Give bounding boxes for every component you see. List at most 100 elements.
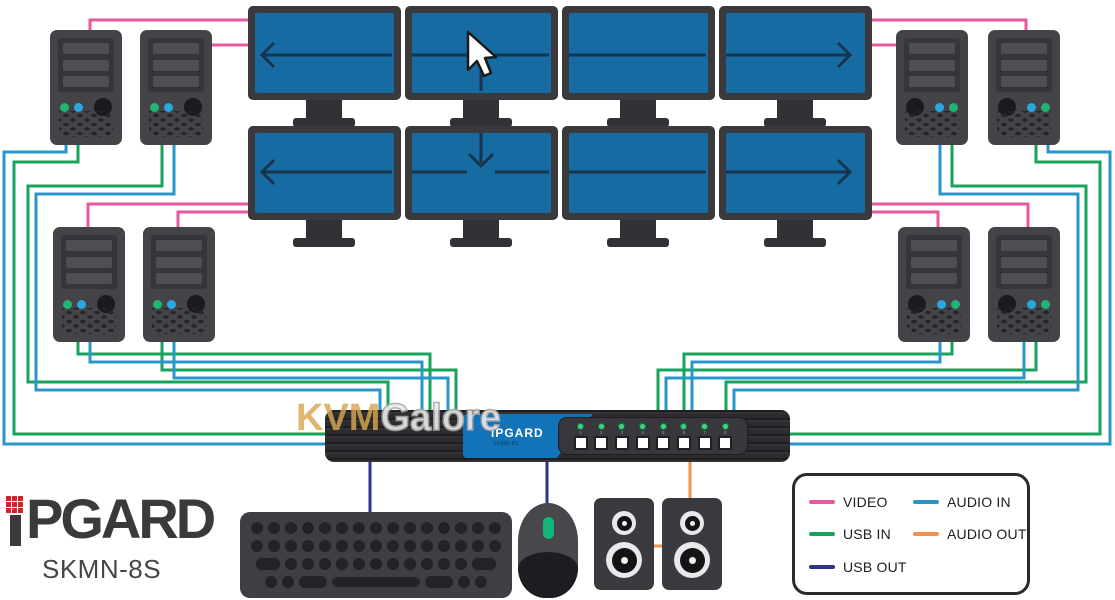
keyboard-row (256, 558, 496, 570)
monitor-frame (562, 6, 715, 100)
drive-bays (148, 38, 204, 92)
cable (76, 335, 432, 420)
green-led (153, 299, 162, 309)
keyboard-key (425, 576, 453, 588)
keyboard-key (268, 522, 280, 534)
keyboard (240, 512, 512, 598)
video-swatch (809, 499, 835, 504)
mouse-scroll-wheel (543, 517, 554, 539)
port-select-button (594, 435, 609, 450)
cable (782, 138, 1112, 446)
computer-tower (898, 227, 970, 342)
drive-bay (66, 272, 112, 284)
mouse-lower-shell (518, 552, 578, 598)
cable (88, 335, 424, 420)
computer-tower (53, 227, 125, 342)
kvm-port: 6 (676, 422, 691, 450)
monitor-stand-neck (620, 100, 656, 120)
kvm-port: 8 (718, 422, 733, 450)
drive-bay (911, 272, 957, 284)
keyboard-key (353, 558, 365, 570)
port-select-button (718, 435, 733, 450)
audio-out-swatch (913, 532, 939, 536)
keyboard-key (332, 577, 420, 587)
watermark-part1: KVM (296, 397, 381, 439)
vent-grill (997, 308, 1051, 334)
blue-led (935, 102, 944, 112)
port-number: 8 (723, 429, 727, 435)
flow-arrow (836, 158, 853, 186)
flow-arrow (467, 152, 495, 169)
legend-label: AUDIO OUT (947, 526, 1027, 542)
blue-led (164, 102, 173, 112)
keyboard-row (265, 576, 487, 588)
legend-label: VIDEO (843, 493, 888, 510)
keyboard-key (489, 522, 501, 534)
blue-led (1027, 102, 1036, 112)
keyboard-key (319, 558, 331, 570)
port-number: 6 (682, 429, 686, 435)
computer-tower (140, 30, 212, 145)
monitor-stand-base (607, 118, 669, 127)
monitor-stand-base (764, 238, 826, 247)
keyboard-key (475, 576, 487, 588)
drive-bays (904, 38, 960, 92)
mouse (518, 503, 578, 598)
port-led (577, 422, 585, 430)
keyboard-key (302, 522, 314, 534)
drive-bay (153, 75, 199, 87)
keyboard-key (265, 576, 277, 588)
port-select-button (635, 435, 650, 450)
vent-grill (997, 111, 1051, 137)
keyboard-key (455, 540, 467, 552)
speaker (662, 498, 722, 590)
keyboard-key (458, 576, 470, 588)
keyboard-key (251, 540, 263, 552)
woofer-driver (674, 542, 710, 578)
cable (12, 138, 334, 436)
keyboard-key (319, 540, 331, 552)
keyboard-key (282, 576, 294, 588)
tweeter-cone (684, 515, 700, 531)
kvm-brand-label: iPGARD (491, 426, 544, 440)
cable (2, 138, 334, 446)
keyboard-key (336, 558, 348, 570)
green-led (1041, 102, 1050, 112)
cable (782, 138, 1102, 436)
monitor-stand-base (293, 238, 355, 247)
drive-bay (1001, 75, 1047, 87)
port-number: 3 (620, 429, 624, 435)
green-led (60, 102, 69, 112)
blue-led (77, 299, 86, 309)
computer-tower (988, 227, 1060, 342)
drive-bays (61, 235, 117, 289)
computer-tower (143, 227, 215, 342)
flow-arrow (259, 158, 276, 186)
kvm-port: 2 (594, 422, 609, 450)
green-led (150, 102, 159, 112)
keyboard-key (404, 522, 416, 534)
screen-flow-arrows (259, 41, 853, 186)
tweeter-cone (616, 515, 632, 531)
port-number: 2 (600, 429, 603, 435)
monitor-stand-base (607, 238, 669, 247)
keyboard-key (251, 522, 263, 534)
cable (868, 202, 1030, 235)
monitor-stand-base (450, 238, 512, 247)
woofer-driver (606, 542, 642, 578)
kvm-port: 7 (697, 422, 712, 450)
flow-arrow (836, 41, 853, 69)
legend-label: USB OUT (843, 558, 907, 575)
port-number: 1 (579, 429, 582, 435)
keyboard-key (455, 522, 467, 534)
monitor-screen (255, 13, 394, 93)
keyboard-key (370, 540, 382, 552)
keyboard-key (472, 540, 484, 552)
audio-in-swatch (913, 499, 939, 504)
keyboard-key (353, 540, 365, 552)
watermark-part2: Galore (380, 397, 502, 439)
usb-out-swatch (809, 564, 835, 569)
green-led (1041, 299, 1050, 309)
port-select-button (676, 435, 691, 450)
